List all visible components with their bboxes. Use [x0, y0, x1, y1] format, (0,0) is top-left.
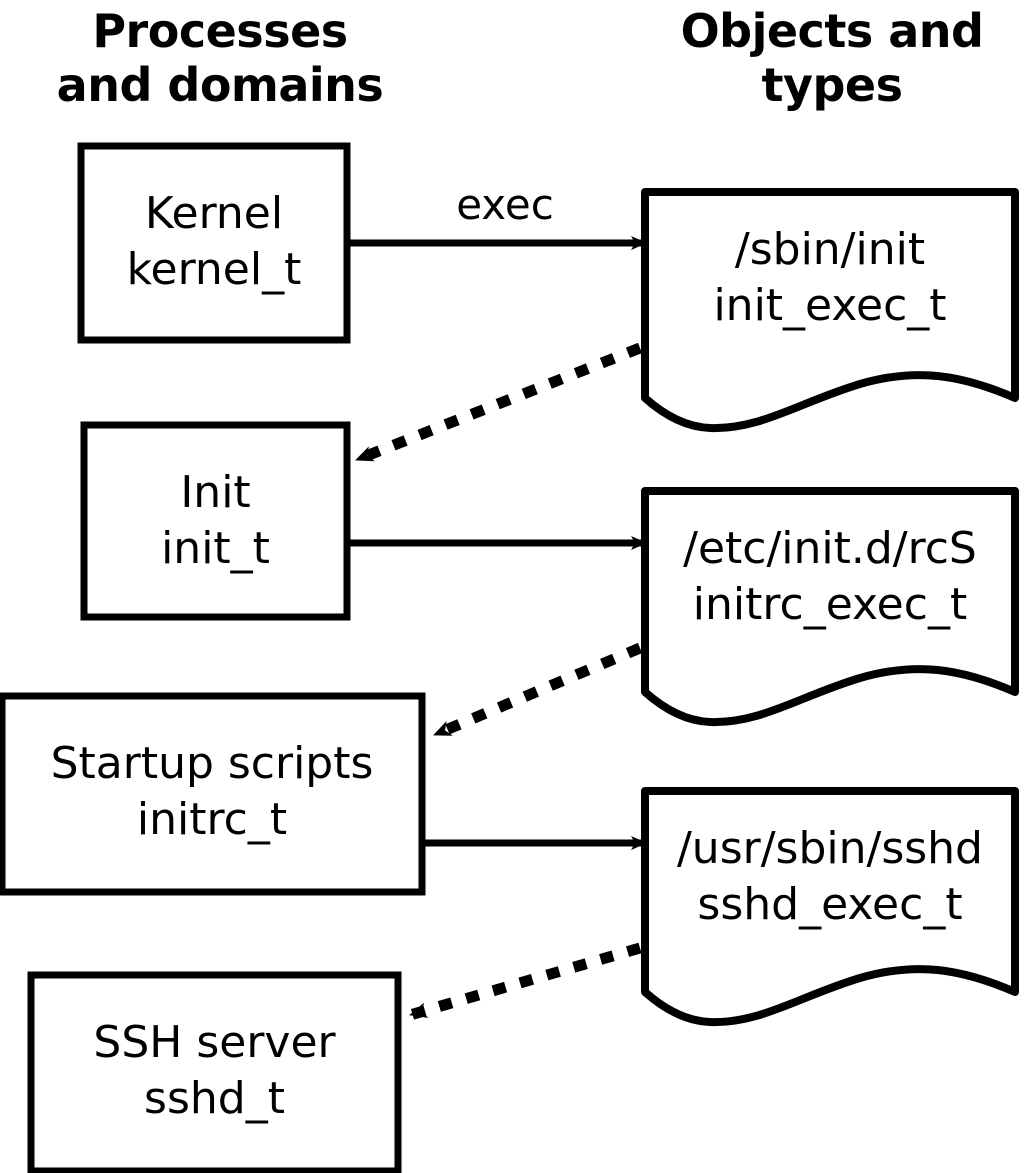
column-header-objects-line2: types [761, 58, 903, 112]
object-doc-init-exec[interactable] [641, 188, 1019, 433]
object-label-init-exec-line2: init_exec_t [713, 280, 947, 331]
process-label-initrc: Startup scripts initrc_t [2, 736, 422, 848]
process-label-init-line2: init_t [161, 523, 270, 574]
process-box-init[interactable] [80, 421, 351, 621]
object-label-sshd-exec: /usr/sbin/sshd sshd_exec_t [645, 821, 1015, 933]
process-label-sshd-line1: SSH server [93, 1017, 336, 1068]
process-box-initrc[interactable] [0, 692, 426, 896]
edge-sshd-exec-to-sshd [408, 942, 642, 1021]
object-label-init-exec-line1: /sbin/init [734, 224, 926, 275]
object-doc-sshd-exec[interactable] [641, 787, 1019, 1027]
process-label-kernel-line1: Kernel [144, 188, 284, 239]
process-label-initrc-line1: Startup scripts [50, 738, 374, 789]
column-header-processes: Processes and domains [40, 4, 400, 112]
edge-init-exec-to-init [353, 342, 643, 466]
column-header-objects-line1: Objects and [680, 4, 984, 58]
process-box-sshd[interactable] [27, 971, 402, 1173]
edge-label-exec: exec [456, 180, 554, 229]
object-label-initrc-exec-line1: /etc/init.d/rcS [683, 523, 977, 574]
object-doc-initrc-exec[interactable] [641, 487, 1019, 727]
process-label-init: Init init_t [84, 465, 347, 577]
object-label-init-exec: /sbin/init init_exec_t [645, 222, 1015, 334]
process-label-kernel: Kernel kernel_t [81, 186, 347, 298]
object-label-sshd-exec-line1: /usr/sbin/sshd [676, 823, 983, 874]
object-label-initrc-exec-line2: initrc_exec_t [692, 579, 968, 630]
process-label-initrc-line2: initrc_t [136, 794, 288, 845]
column-header-processes-line1: Processes [92, 4, 348, 58]
edge-initrc-exec-to-initrc [431, 642, 643, 741]
object-label-sshd-exec-line2: sshd_exec_t [697, 879, 963, 930]
column-header-processes-line2: and domains [56, 58, 384, 112]
column-header-objects: Objects and types [652, 4, 1012, 112]
object-label-initrc-exec: /etc/init.d/rcS initrc_exec_t [645, 521, 1015, 633]
process-label-init-line1: Init [180, 467, 251, 518]
process-label-sshd: SSH server sshd_t [31, 1015, 398, 1127]
process-label-kernel-line2: kernel_t [126, 244, 302, 295]
process-label-sshd-line2: sshd_t [144, 1073, 285, 1124]
process-box-kernel[interactable] [77, 142, 351, 344]
